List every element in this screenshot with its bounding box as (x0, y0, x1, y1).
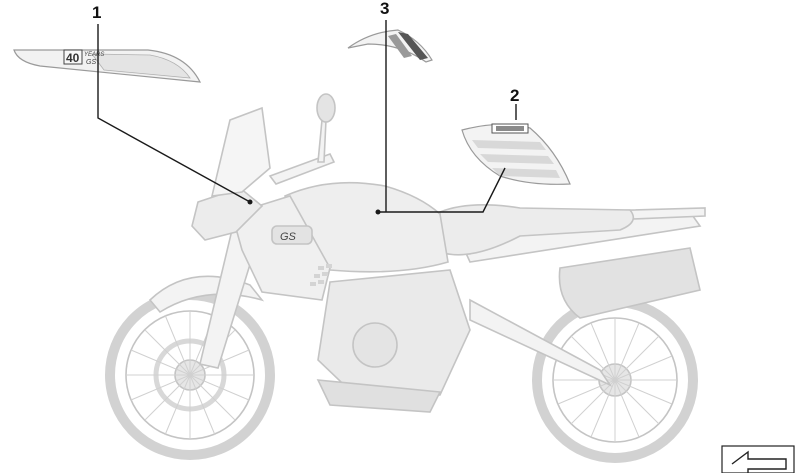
callout-dots (247, 199, 381, 215)
exhaust-muffler (558, 247, 701, 319)
dot-3 (375, 209, 381, 215)
decal-1-years: YEARS (84, 52, 104, 58)
skid-plate (316, 379, 442, 413)
shroud-vents (310, 264, 332, 286)
decal-1-40-years-gs: 40 YEARS GS (13, 49, 202, 83)
dot-1 (247, 199, 253, 205)
leader-2-b (378, 167, 506, 213)
svg-text:GS: GS (280, 231, 297, 243)
front-wheel (105, 290, 275, 460)
callout-leader-lines (97, 20, 517, 213)
callout-1: 1 (92, 3, 101, 22)
decal-1-number: 40 (66, 51, 80, 65)
swingarm (469, 298, 613, 387)
leader-1 (97, 24, 251, 203)
callout-3: 3 (380, 0, 389, 18)
mirror (316, 93, 336, 123)
decal-3-tank-stripe (347, 29, 433, 63)
seat (439, 204, 635, 256)
rear-wheel (532, 297, 698, 463)
mirror-stem (317, 119, 327, 163)
decal-1-gs: GS (86, 59, 96, 66)
side-shroud (231, 195, 331, 301)
motorcycle-illustration: GS (105, 93, 706, 463)
gs-badge: GS (271, 225, 313, 245)
callout-2: 2 (510, 86, 519, 105)
decal-2-tank-side (461, 123, 571, 185)
back-arrow-icon[interactable] (721, 445, 795, 473)
windscreen (210, 106, 271, 197)
fuel-tank (284, 181, 449, 273)
